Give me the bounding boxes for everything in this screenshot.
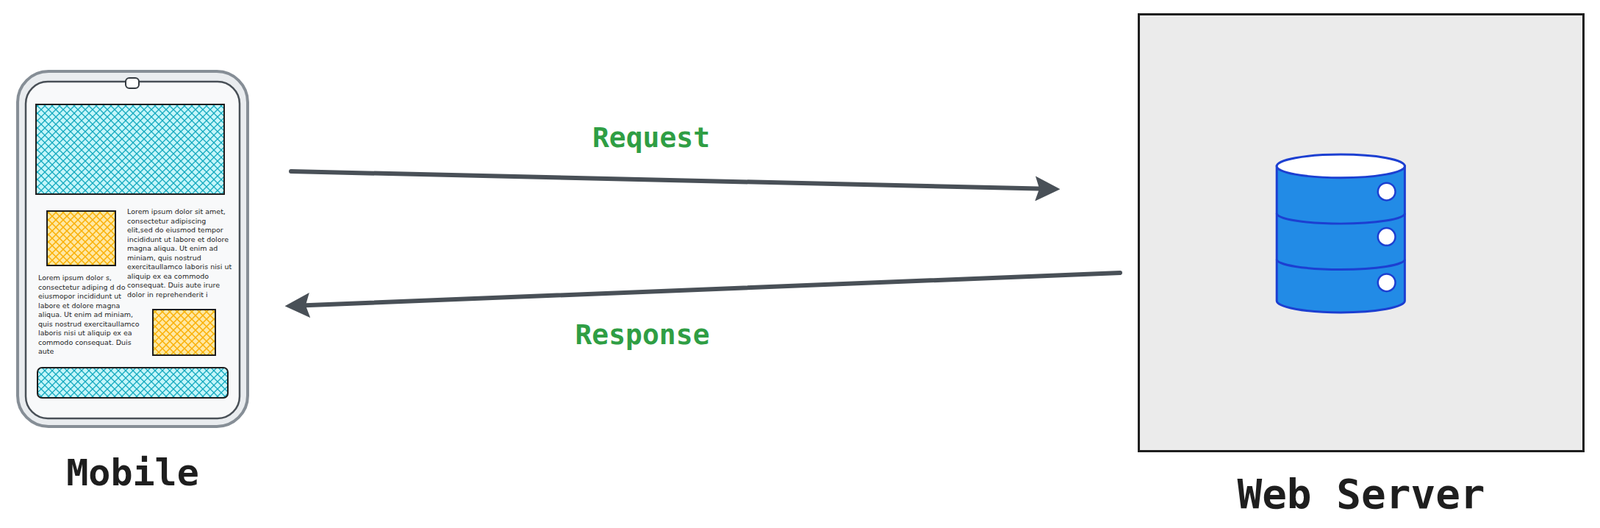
database-illustration: [1139, 15, 1583, 450]
placeholder-text: Lorem ipsum dolor sit amet, consectetur …: [127, 207, 234, 300]
arrow-connector: [291, 171, 1054, 189]
placeholder-text: Lorem ipsum dolor s, consectetur adiping…: [38, 273, 145, 357]
edge-label: Response: [571, 318, 713, 351]
edge-label: Request: [589, 121, 713, 154]
arrow-connector: [291, 272, 1121, 306]
server-box: Web Server: [1137, 13, 1585, 452]
node-title: Web Server: [1236, 469, 1485, 518]
node-title: Mobile: [66, 451, 200, 494]
